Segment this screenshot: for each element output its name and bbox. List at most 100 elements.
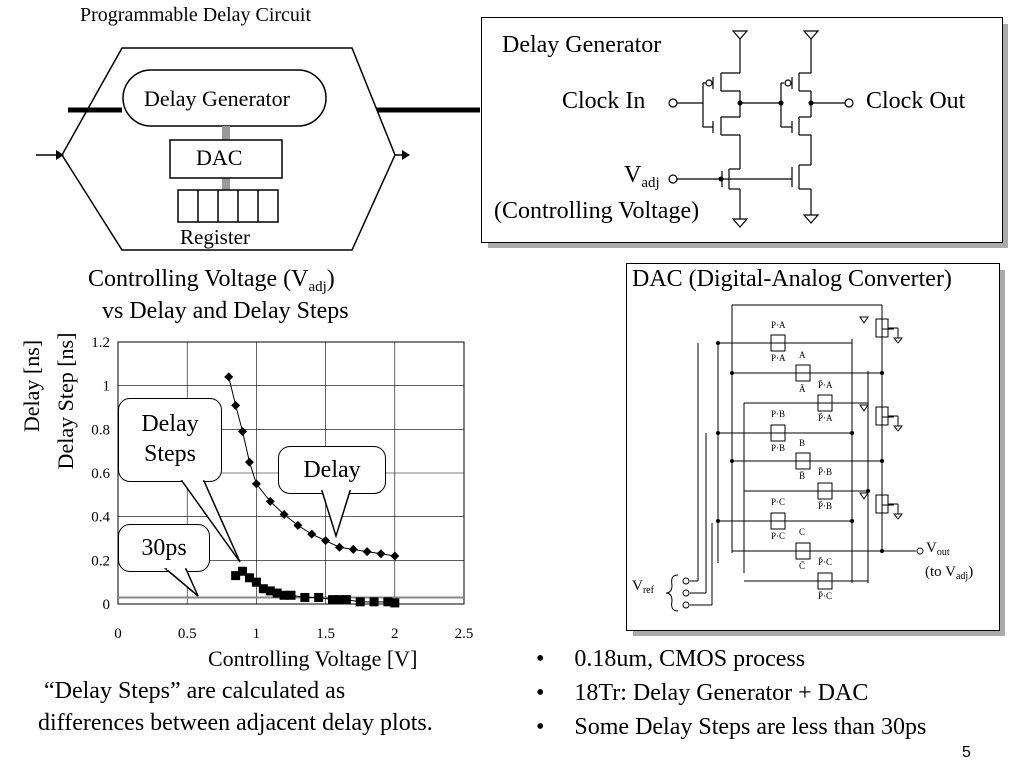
- delay-generator-label: Delay Generator: [144, 86, 290, 111]
- delay-step-point: [286, 590, 296, 600]
- x-tick-label: 0.5: [178, 626, 197, 642]
- vout-main: V: [926, 540, 937, 556]
- delay-point: [348, 544, 358, 554]
- x-axis-label: Controlling Voltage [V]: [208, 646, 418, 671]
- note-line2: differences between adjacent delay plots…: [38, 710, 433, 736]
- x-tick-label: 1: [253, 626, 261, 642]
- delay-step-point: [272, 588, 282, 598]
- vout-sub: out: [936, 547, 950, 558]
- delay-point: [279, 509, 289, 519]
- delay-point: [231, 400, 241, 410]
- y-tick-label: 1.2: [91, 335, 110, 351]
- dac-circuit: [665, 304, 924, 612]
- register-label: Register: [180, 225, 250, 249]
- programmable-delay-title: Programmable Delay Circuit: [80, 4, 312, 26]
- vref-main: V: [632, 578, 643, 594]
- delay-step-point: [355, 597, 365, 607]
- delay-steps-callout: Delay Steps: [118, 398, 222, 482]
- delay-point: [244, 457, 254, 467]
- dac-label-pa3: P̄·A: [818, 380, 833, 390]
- to-vadj-label: (to Vadj): [925, 564, 973, 582]
- dac-label-pb2: P·B: [771, 443, 786, 453]
- delay-step-point: [300, 592, 310, 602]
- dac-label-a: A: [799, 350, 806, 360]
- delay-step-point: [258, 584, 268, 594]
- chart-title-line2: vs Delay and Delay Steps: [102, 298, 349, 324]
- bullet-text: 18Tr: Delay Generator + DAC: [574, 680, 869, 706]
- thirty-ps-callout: 30ps: [118, 524, 210, 572]
- dac-label-cbar: C̄: [799, 561, 806, 571]
- dac-label-pc3: P̄·C: [818, 557, 833, 567]
- delay-generator-panel: [481, 17, 1003, 243]
- y-axis-label-inner: Delay Step [ns]: [53, 332, 78, 470]
- delay-step-point: [341, 595, 351, 605]
- dac-label-b: B: [799, 438, 806, 448]
- delay-point: [251, 479, 261, 489]
- delay-point: [265, 496, 275, 506]
- dac-title: DAC (Digital-Analog Converter): [632, 266, 952, 292]
- delay-generator-title: Delay Generator: [502, 32, 662, 58]
- delay-step-point: [251, 577, 261, 587]
- x-tick-label: 2.5: [455, 626, 474, 642]
- y-tick-label: 0.4: [91, 510, 110, 526]
- y-tick-label: 1: [103, 379, 111, 395]
- vadj-label: Vadj: [624, 162, 660, 192]
- chart-title-line1: Controlling Voltage (Vadj): [88, 266, 335, 296]
- bullet-item: •Some Delay Steps are less than 30ps: [536, 714, 927, 740]
- delay-point: [307, 529, 317, 539]
- delay-step-point: [334, 595, 344, 605]
- dac-label-pa4: P̄·A: [818, 413, 833, 423]
- chart-title-suffix: ): [326, 266, 335, 292]
- dac-label: DAC: [196, 145, 243, 170]
- dac-label-c: C: [799, 527, 806, 537]
- to-vadj-suffix: ): [968, 564, 974, 580]
- programmable-delay-block: [36, 47, 480, 251]
- dac-panel: [626, 263, 1000, 631]
- vadj-sub: adj: [641, 175, 660, 191]
- delay-step-point: [279, 590, 289, 600]
- delay-step-point: [369, 597, 379, 607]
- vref-label: Vref: [632, 578, 654, 596]
- bullet-item: •0.18um, CMOS process: [536, 646, 806, 672]
- delay-step-point: [314, 592, 324, 602]
- y-tick-label: 0: [103, 597, 111, 613]
- to-vadj-prefix: (to V: [925, 564, 956, 580]
- vadj-main: V: [624, 162, 642, 188]
- dac-label-pc: P·C: [771, 497, 786, 507]
- y-axis-label-outer: Delay [ns]: [19, 339, 44, 433]
- delay-point: [362, 547, 372, 557]
- delay-steps-callout-line2: Steps: [143, 441, 196, 467]
- y-tick-label: 0.2: [91, 553, 110, 569]
- controlling-voltage-label: (Controlling Voltage): [494, 198, 700, 224]
- delay-point: [376, 549, 386, 559]
- delay-step-point: [265, 586, 275, 596]
- clock-in-label: Clock In: [562, 88, 646, 114]
- x-tick-label: 0: [114, 626, 122, 642]
- dac-label-bbar: B̄: [799, 471, 806, 481]
- delay-step-point: [244, 573, 254, 583]
- bullet-text: 0.18um, CMOS process: [574, 646, 806, 672]
- delay-point: [334, 542, 344, 552]
- chart-title-sub: adj: [308, 279, 327, 295]
- dac-label-pa: P·A: [771, 320, 786, 330]
- to-vadj-sub: adj: [955, 571, 969, 582]
- x-tick-label: 2: [391, 626, 399, 642]
- dac-label-pc2: P·C: [771, 531, 786, 541]
- dac-label-abar: Ā: [799, 384, 806, 394]
- clock-out-label: Clock Out: [866, 88, 966, 114]
- delay-step-point: [390, 598, 400, 608]
- delay-callout: Delay: [278, 446, 386, 494]
- x-tick-label: 1.5: [316, 626, 335, 642]
- slide-number: 5: [962, 744, 971, 761]
- delay-point: [293, 520, 303, 530]
- delay-steps-callout-line1: Delay: [141, 411, 199, 437]
- vout-label: Vout: [926, 540, 950, 558]
- y-tick-label: 0.6: [91, 466, 110, 482]
- vref-sub: ref: [642, 585, 654, 596]
- delay-step-point: [238, 566, 248, 576]
- bullet-text: Some Delay Steps are less than 30ps: [574, 714, 927, 740]
- delay-point: [224, 372, 234, 382]
- dac-label-pb: P·B: [771, 409, 786, 419]
- bullet-item: •18Tr: Delay Generator + DAC: [536, 680, 869, 706]
